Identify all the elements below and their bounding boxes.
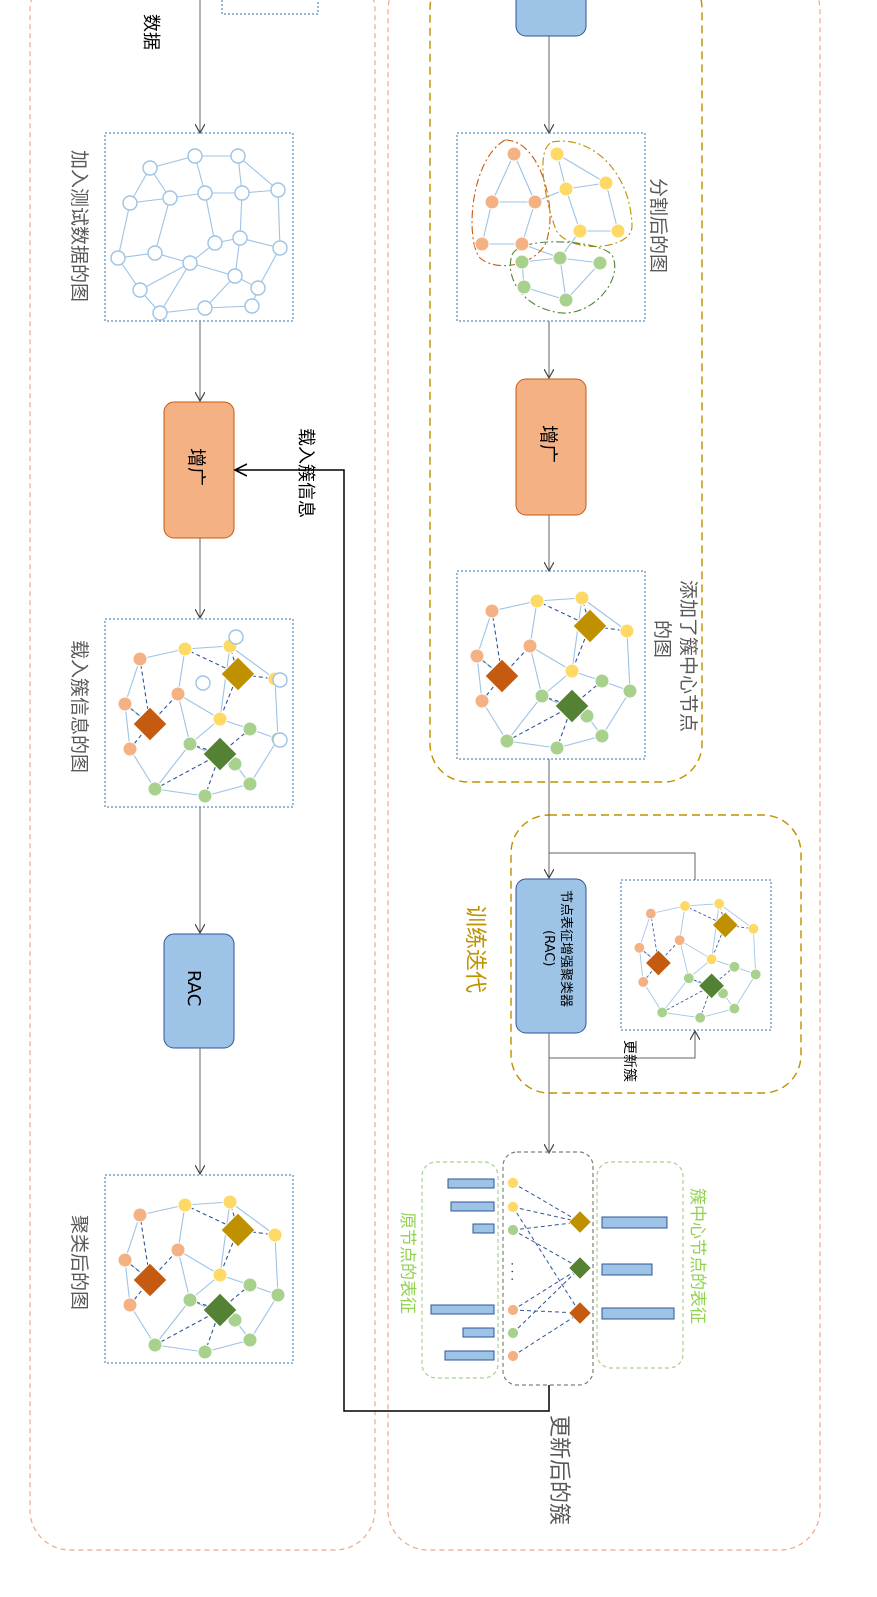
graph-with-test-data (110, 148, 288, 321)
graph-with-centers-label-1: 添加了簇中心节点 (677, 580, 699, 732)
original-repr-bars (430, 1178, 495, 1361)
graph-frame (104, 132, 294, 322)
center-repr-bars (601, 1216, 675, 1320)
rac-label: RAC (183, 970, 204, 1006)
center-node-repr-group (596, 1161, 684, 1369)
graph-with-centers (469, 590, 638, 756)
right-panel (387, 0, 821, 1551)
mapping-group (502, 1151, 594, 1386)
input-box (515, 0, 587, 37)
unlabeled-nodes (195, 629, 288, 748)
load-cluster-info-label: 载入簇信息 (295, 428, 316, 518)
test-data-label: 数据 (140, 14, 161, 50)
test-data-box (221, 0, 319, 15)
ellipsis: · · · (505, 1262, 519, 1281)
rac-box (163, 933, 235, 1049)
rac-full-label-1: 节点表征增强聚类器 (558, 890, 573, 1007)
graph-frame (104, 1174, 294, 1364)
rac-full-box (515, 878, 587, 1034)
graph-frame (456, 132, 646, 322)
graph-with-centers-label-2: 的图 (651, 620, 673, 658)
graph-with-test-data-label: 加入测试数据的图 (68, 150, 90, 302)
mapping-nodes (507, 1177, 592, 1362)
iteration-graph (633, 897, 762, 1024)
graph-frame (456, 570, 646, 760)
clustered-graph (117, 1194, 286, 1360)
training-iteration-label: 训练迭代 (462, 905, 487, 993)
loop-arrow-top (549, 852, 696, 880)
clustered-graph-label: 聚类后的图 (68, 1215, 90, 1310)
original-node-repr-group (421, 1161, 499, 1379)
center-node-repr-label: 簇中心节点的表征 (687, 1188, 707, 1324)
original-node-repr-label: 原节点的表征 (397, 1212, 417, 1314)
graph-frame (104, 618, 294, 808)
update-arrow (548, 1032, 695, 1059)
segmented-graph-label: 分割后的图 (647, 178, 669, 273)
graph-frame (620, 879, 772, 1031)
augment-box-right (515, 378, 587, 516)
graph-loaded-cluster-info-label: 载入簇信息的图 (68, 640, 90, 773)
feedback-arrow (236, 470, 550, 1412)
training-group (510, 814, 802, 1094)
augment-label-left: 增广 (185, 448, 207, 486)
rac-full-label-2: (RAC) (541, 930, 556, 966)
preprocess-group (429, 0, 703, 783)
update-label: 更新簇 (621, 1040, 637, 1082)
mapping-edges (512, 1182, 581, 1357)
updated-clusters-label: 更新后的簇 (546, 1415, 571, 1525)
augment-label-right: 增广 (537, 425, 559, 463)
segmented-graph (471, 139, 633, 314)
graph-loaded-cluster-info (117, 638, 286, 804)
